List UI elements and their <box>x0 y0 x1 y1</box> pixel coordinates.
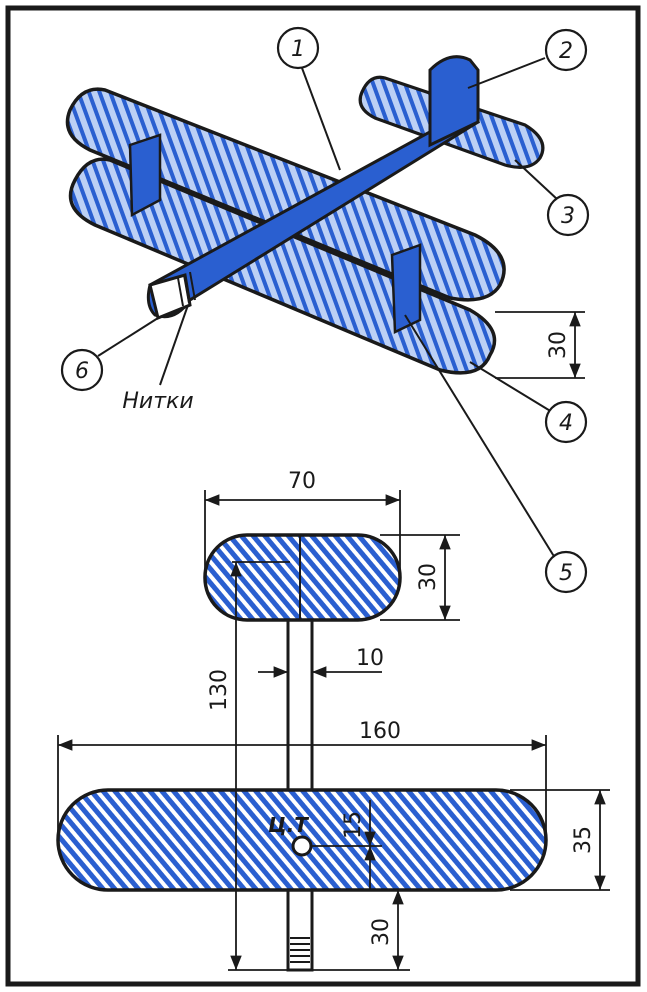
cg-offset-value: 15 <box>341 811 366 839</box>
nose-length-value: 30 <box>369 918 394 946</box>
dim-wing-span: 160 <box>57 719 547 840</box>
wing-gap-value: 30 <box>546 331 571 359</box>
threads-wrap <box>177 271 196 307</box>
plan-view: Ц.Т 70 30 10 130 <box>56 469 610 972</box>
threads-label: Нитки <box>122 389 193 414</box>
cg-point <box>291 835 313 857</box>
tail-span-value: 70 <box>288 469 316 494</box>
plan-tail-plane <box>203 533 402 622</box>
dim-wing-chord: 35 <box>510 789 610 891</box>
dim-fuselage-width: 10 <box>258 646 384 678</box>
callout-4: 4 <box>469 361 588 444</box>
callout-1: 1 <box>276 26 341 171</box>
callout-6: 6 <box>60 317 159 392</box>
upper-wing <box>65 87 506 302</box>
plan-nose-threads <box>290 937 310 963</box>
dim-tail-span: 70 <box>204 469 401 575</box>
callout-3: 3 <box>514 159 590 237</box>
callout-1-label: 1 <box>291 37 305 62</box>
tail-fin <box>428 55 480 148</box>
fuselage-width-value: 10 <box>356 646 384 671</box>
callout-5-label: 5 <box>559 561 573 586</box>
dim-tail-chord: 30 <box>380 534 460 621</box>
wing-gap-dimension: 30 <box>495 311 585 379</box>
tail-chord-value: 30 <box>416 563 441 591</box>
callout-3-label: 3 <box>561 204 575 229</box>
callout-2-label: 2 <box>559 39 573 64</box>
tail-arm-value: 130 <box>207 669 232 711</box>
callout-2: 2 <box>467 28 588 89</box>
dim-tail-arm: 130 <box>207 561 290 971</box>
dim-nose-length: 30 <box>312 890 410 971</box>
strut-left <box>128 133 162 218</box>
wing-chord-value: 35 <box>571 826 596 854</box>
callout-5: 5 <box>404 314 588 594</box>
cg-label: Ц.Т <box>268 813 309 837</box>
frame-border <box>5 5 641 987</box>
strut-right <box>390 243 422 334</box>
callout-4-label: 4 <box>559 411 573 436</box>
isometric-view: 1 2 3 4 5 6 Нитки <box>60 26 590 594</box>
dim-cg-offset: 15 <box>310 800 382 890</box>
wing-span-value: 160 <box>359 719 401 744</box>
callout-6-label: 6 <box>75 359 89 384</box>
